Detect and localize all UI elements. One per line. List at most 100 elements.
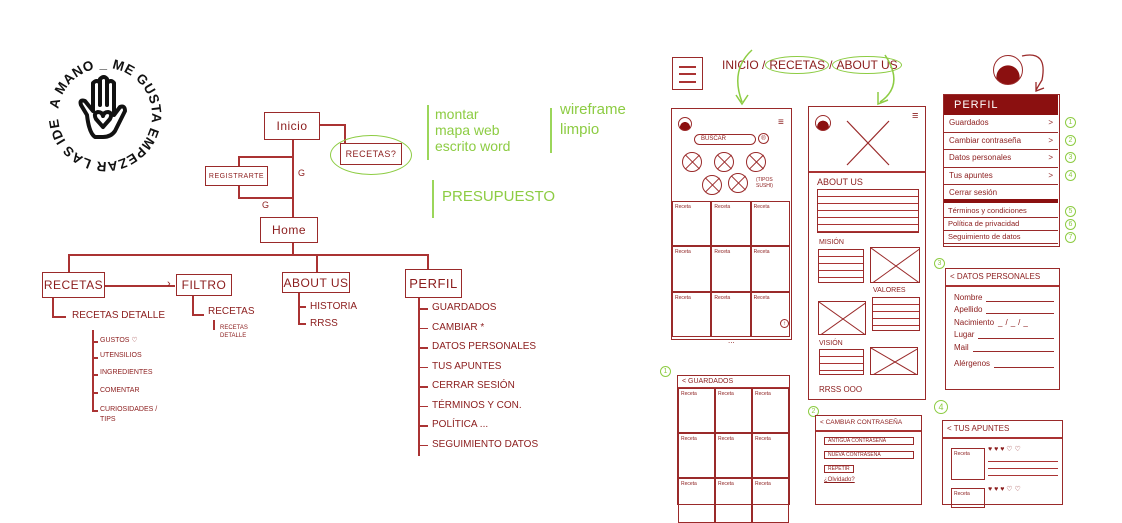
form-field[interactable]: Nombre	[954, 293, 1054, 302]
sitemap-recetas-item: Comentar	[100, 387, 140, 394]
recipe-card[interactable]: Receta	[678, 433, 715, 478]
connector	[92, 357, 98, 359]
perfil-menu-item[interactable]: Cambiar contraseña>	[944, 133, 1058, 150]
recipe-card[interactable]: Receta	[752, 388, 789, 433]
recipe-card[interactable]: Receta	[750, 246, 790, 292]
field-line[interactable]	[972, 351, 1054, 352]
connector	[92, 374, 98, 376]
field-line[interactable]	[978, 338, 1054, 339]
guardados-title[interactable]: < Guardados	[682, 378, 734, 385]
recipe-card[interactable]: Receta	[750, 201, 790, 247]
menu-item-label: Cambiar contraseña	[949, 135, 1022, 145]
recipe-card[interactable]: Receta	[715, 388, 752, 433]
sitemap-recetas-item: Ingredientes	[100, 369, 153, 376]
sitemap-recetas-item: Gustos ♡	[100, 337, 138, 344]
step-number: 4	[1065, 169, 1076, 181]
arrow-icon	[1021, 54, 1045, 92]
field-line[interactable]	[986, 301, 1054, 302]
menu-icon[interactable]: ≡	[912, 110, 919, 122]
recipe-card[interactable]: Receta	[750, 291, 790, 337]
profile-avatar-icon[interactable]	[993, 55, 1023, 85]
recipe-card[interactable]: Receta	[752, 433, 789, 478]
sitemap-recetas-item: Utensilios	[100, 352, 142, 359]
category-circle[interactable]	[728, 173, 748, 193]
recipe-card[interactable]: Receta	[672, 291, 712, 337]
perfil-menu-item[interactable]: Datos personales>	[944, 150, 1058, 168]
connector	[92, 410, 98, 412]
connector	[418, 425, 428, 427]
sitemap-perfil-item: Política ...	[432, 419, 489, 430]
recipe-card[interactable]: Receta	[752, 478, 789, 523]
note-line: escrito word	[435, 138, 511, 154]
about-screen-wireframe: ≡ About us Misión Valores Visión RRSS OO…	[808, 106, 926, 400]
perfil-header: Perfil	[944, 95, 1058, 115]
apunte-receta[interactable]: Receta	[951, 448, 985, 480]
menu-icon[interactable]: ≡	[778, 117, 784, 128]
scroll-up-icon[interactable]: ↑	[780, 319, 789, 328]
form-field[interactable]: Lugar	[954, 330, 1054, 339]
node-about-us: About us	[282, 272, 350, 293]
note-lines	[988, 455, 1058, 477]
hamburger-menu-icon[interactable]	[672, 57, 703, 90]
search-input[interactable]: Buscar	[694, 134, 756, 145]
label-g: G	[298, 168, 306, 178]
recipe-card[interactable]: Receta	[678, 478, 715, 523]
form-field[interactable]: Mail	[954, 343, 1054, 352]
text-block	[819, 349, 864, 375]
new-password-input[interactable]: Nueva contraseña	[824, 451, 914, 459]
nav-about-us[interactable]: About us	[832, 56, 902, 74]
field-label: Nombre	[954, 293, 983, 302]
step-number: 5	[1065, 206, 1076, 217]
recipe-card[interactable]: Receta	[711, 291, 751, 337]
old-password-input[interactable]: Antigua contraseña	[824, 437, 914, 445]
datos-title[interactable]: < Datos personales	[950, 272, 1041, 281]
chevron-right-icon: >	[1048, 153, 1053, 162]
node-registrarte: Registrarte	[205, 166, 268, 186]
perfil-menu-item[interactable]: Tus apuntes>	[944, 168, 1058, 185]
connector	[418, 327, 428, 329]
forgot-password-link[interactable]: ¿Olvidado?	[824, 477, 855, 483]
connector	[92, 341, 98, 343]
apunte-receta[interactable]: Receta	[951, 488, 985, 508]
guardados-wireframe: < Guardados RecetaRecetaRecetaRecetaRece…	[677, 375, 790, 523]
recipe-card[interactable]: Receta	[672, 201, 712, 247]
perfil-menu-item[interactable]: Cerrar sesión	[944, 185, 1058, 203]
sitemap-about-item: RRSS	[310, 318, 338, 329]
repeat-password-input[interactable]: Repetir	[824, 465, 854, 473]
recipe-card[interactable]: Receta	[715, 478, 752, 523]
perfil-legal-item[interactable]: Términos y condiciones	[944, 205, 1058, 218]
field-line[interactable]	[994, 367, 1054, 368]
recipe-card[interactable]: Receta	[672, 246, 712, 292]
text-block	[818, 249, 864, 283]
category-circle[interactable]	[682, 152, 702, 172]
nav-recetas[interactable]: Recetas	[765, 56, 830, 74]
recipe-card[interactable]: Receta	[711, 246, 751, 292]
menu-item-label: Tus apuntes	[949, 170, 993, 180]
sitemap-recetas-item: Curiosidades / tips	[100, 406, 158, 423]
category-circle[interactable]	[714, 152, 734, 172]
field-label: Nacimiento	[954, 318, 995, 327]
form-field[interactable]: Nacimiento_/_/_	[954, 318, 1054, 327]
hand-heart-icon	[78, 75, 127, 139]
date-input-separators[interactable]: _/_/_	[998, 318, 1031, 327]
home-screen-wireframe: ≡ Buscar ® (Tipos sushi) RecetaRecetaRec…	[671, 108, 792, 340]
recipe-card[interactable]: Receta	[711, 201, 751, 247]
field-line[interactable]	[986, 313, 1054, 314]
cambiar-title[interactable]: < Cambiar contraseña	[820, 419, 903, 426]
image-placeholder	[870, 247, 920, 283]
recipe-card[interactable]: Receta	[678, 388, 715, 433]
category-circle[interactable]	[702, 175, 722, 195]
recipe-card[interactable]: Receta	[715, 433, 752, 478]
category-circle[interactable]	[746, 152, 766, 172]
rrss-links[interactable]: RRSS OOO	[819, 385, 863, 394]
form-field[interactable]: Apellido	[954, 305, 1054, 314]
node-recetas-detalle: Recetas detalle	[72, 310, 165, 321]
apuntes-title[interactable]: < Tus apuntes	[947, 424, 1010, 433]
perfil-menu-item[interactable]: Guardados>	[944, 115, 1058, 133]
perfil-legal-item[interactable]: Seguimiento de datos	[944, 231, 1058, 244]
perfil-legal-item[interactable]: Política de privacidad	[944, 218, 1058, 231]
form-field[interactable]: Alérgenos	[954, 359, 1054, 368]
step-number: 3	[934, 258, 945, 269]
filter-icon[interactable]: ®	[758, 133, 769, 144]
note-presupuesto: presupuesto	[442, 188, 556, 205]
